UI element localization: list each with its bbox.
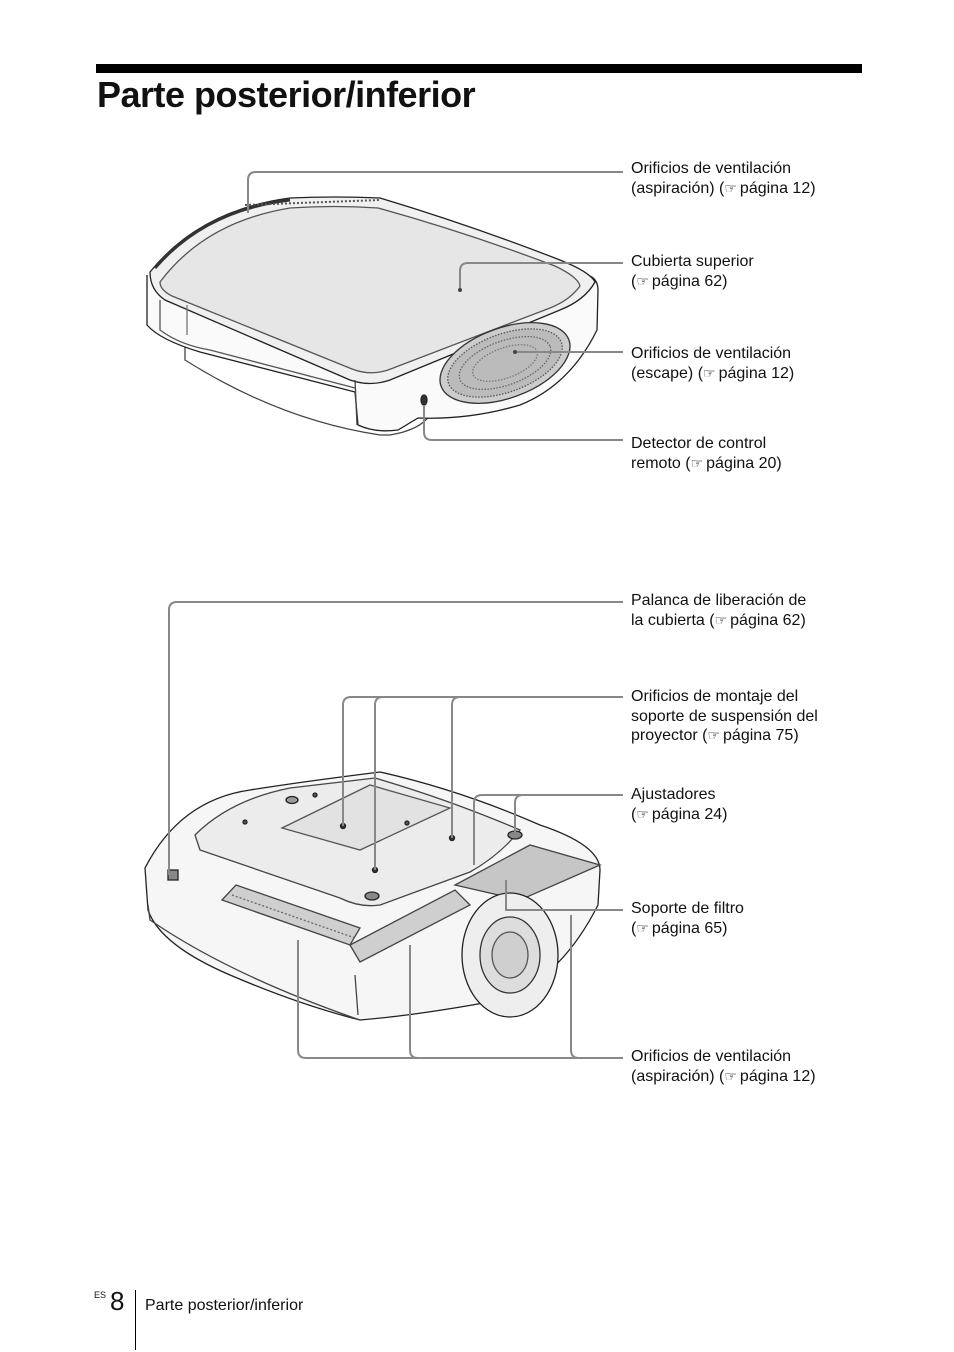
callout-text: Orificios de montaje del bbox=[631, 688, 799, 705]
page-ref-link[interactable]: página 20) bbox=[691, 455, 782, 472]
callout-text: Detector de control bbox=[631, 435, 767, 452]
page-ref-link[interactable]: página 12) bbox=[724, 180, 815, 197]
callout-ref-line: la cubierta (página 62) bbox=[631, 611, 806, 631]
callout-intake-vents-top: Orificios de ventilación (aspiración) (p… bbox=[631, 159, 816, 198]
title-rule bbox=[96, 64, 862, 73]
footer-divider bbox=[135, 1290, 136, 1350]
callout-text: Ajustadores bbox=[631, 786, 716, 803]
callout-top-cover: Cubierta superior (página 62) bbox=[631, 252, 754, 291]
callout-ref-line: (aspiración) (página 12) bbox=[631, 179, 816, 199]
callout-text: Palanca de liberación de bbox=[631, 592, 807, 609]
bottom-leader-lines bbox=[168, 601, 623, 1059]
page-ref-link[interactable]: página 65) bbox=[636, 920, 727, 937]
callout-ref-line: (página 62) bbox=[631, 272, 754, 292]
callout-intake-vents-bottom: Orificios de ventilación (aspiración) (p… bbox=[631, 1047, 816, 1086]
callout-text: soporte de suspensión del bbox=[631, 707, 818, 725]
page-title: Parte posterior/inferior bbox=[97, 74, 476, 115]
page-ref-link[interactable]: página 62) bbox=[715, 612, 806, 629]
footer-lang-code: ES bbox=[94, 1290, 107, 1300]
callout-cover-release-lever: Palanca de liberación de la cubierta (pá… bbox=[631, 591, 806, 630]
callout-remote-detector: Detector de control remoto (página 20) bbox=[631, 434, 782, 473]
callout-ref-line: (escape) (página 12) bbox=[631, 364, 794, 384]
callout-text: Orificios de ventilación bbox=[631, 345, 792, 362]
callout-ref-line: (aspiración) (página 12) bbox=[631, 1067, 816, 1087]
page-ref-link[interactable]: página 12) bbox=[703, 365, 794, 382]
callout-text: Orificios de ventilación bbox=[631, 160, 792, 177]
callout-ref-line: (página 65) bbox=[631, 919, 744, 939]
callout-adjusters: Ajustadores (página 24) bbox=[631, 785, 728, 824]
callout-text: Orificios de ventilación bbox=[631, 1048, 792, 1065]
callout-text: Soporte de filtro bbox=[631, 900, 744, 917]
callout-exhaust-vents: Orificios de ventilación (escape) (págin… bbox=[631, 344, 794, 383]
callout-mount-holes: Orificios de montaje del soporte de susp… bbox=[631, 687, 818, 746]
footer-page-number: 8 bbox=[110, 1286, 125, 1316]
callout-text: Cubierta superior bbox=[631, 253, 754, 270]
footer-section-title: Parte posterior/inferior bbox=[145, 1297, 304, 1314]
callout-ref-line: (página 24) bbox=[631, 805, 728, 825]
page-ref-link[interactable]: página 12) bbox=[724, 1068, 815, 1085]
page-ref-link[interactable]: página 75) bbox=[707, 727, 798, 744]
callout-filter-holder: Soporte de filtro (página 65) bbox=[631, 899, 744, 938]
projector-rear-illustration bbox=[146, 196, 599, 436]
page-ref-link[interactable]: página 62) bbox=[636, 273, 727, 290]
projector-bottom-illustration bbox=[144, 771, 602, 1021]
page-ref-link[interactable]: página 24) bbox=[636, 806, 727, 823]
top-leader-lines bbox=[247, 171, 623, 441]
callout-ref-line: remoto (página 20) bbox=[631, 454, 782, 474]
callout-ref-line: proyector (página 75) bbox=[631, 726, 818, 746]
